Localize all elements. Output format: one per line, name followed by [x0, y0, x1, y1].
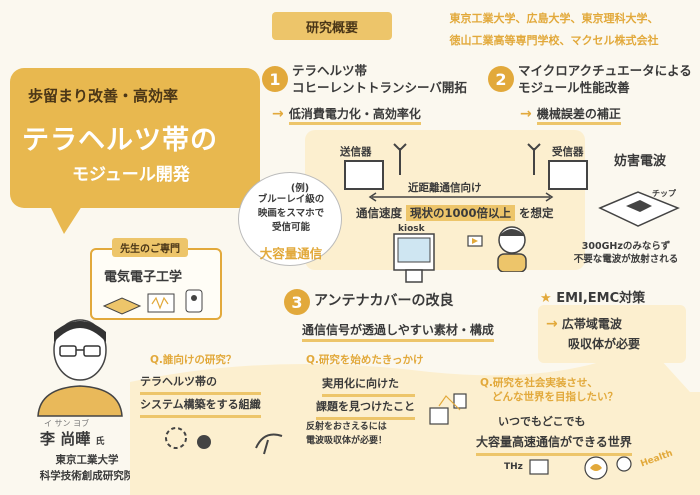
researcher-name: 李 尚曄 — [40, 430, 91, 448]
radiation-note-line-1: 300GHzのみならず — [581, 241, 671, 252]
title-line-1: 歩留まり改善・高効率 — [28, 87, 179, 105]
communication-diagram — [305, 130, 585, 270]
qa-3-question-line-1: Q.研究を社会実装させ、 — [480, 377, 598, 389]
example-text: ブルーレイ級の 映画をスマホで 受信可能 — [246, 193, 336, 235]
institutions: 東京工業大学、広島大学、東京理科大学、 徳山工業高等専門学校、マクセル株式会社 — [418, 8, 690, 52]
section-2-title-line-1: マイクロアクチュエータによる — [518, 63, 692, 78]
devices-icon — [529, 456, 632, 480]
qa-3-answer-line-2: 大容量高速通信ができる世界 — [476, 432, 632, 456]
example-highlight: 大容量通信 — [259, 246, 323, 261]
example-bubble — [238, 172, 342, 266]
interference-label: 妨害電波 — [614, 154, 667, 169]
emc-line-1-text: 広帯域電波 — [561, 317, 622, 331]
person-with-phone-icon — [467, 226, 527, 272]
reflection-icon — [429, 393, 467, 425]
speed-row: 通信速度 現状の1000倍以上 を想定 — [356, 205, 554, 221]
emc-line-1: → 広帯域電波 — [546, 314, 640, 334]
qa-2-answer-line-1: 実用化に向けた — [322, 374, 415, 397]
star-icon: ★ — [540, 291, 552, 306]
qa-2-note: 反射をおさえるには 電波吸収体が必要！ — [306, 420, 387, 448]
qa-2-question: Q.研究を始めたきっかけ — [306, 354, 424, 366]
transmitter-device — [344, 160, 384, 190]
qa-3-question-line-2: どんな世界を目指したい？ — [492, 391, 618, 403]
section-2-number: 2 — [488, 66, 514, 92]
thz-tag: THz — [504, 462, 523, 472]
arrow-right-icon: → — [272, 106, 284, 122]
transmitter-label: 送信器 — [340, 146, 372, 158]
section-1-sub: → 低消費電力化・高効率化 — [272, 103, 421, 125]
qa-2-answer: 実用化に向けた 課題を見つけたこと — [316, 374, 415, 420]
double-arrow-icon — [368, 192, 554, 202]
radiation-note-line-2: 不要な電波が放射される — [573, 254, 679, 265]
emc-line-2: 吸収体が必要 — [568, 337, 641, 351]
researcher-portrait — [37, 319, 123, 417]
section-1-sub-text: 低消費電力化・高効率化 — [288, 107, 421, 125]
title-bubble — [10, 68, 260, 234]
qa-3-answer: いつでもどこでも 大容量高速通信ができる世界 — [476, 412, 632, 456]
emc-title-text: EMI,EMC対策 — [556, 291, 646, 306]
section-1-title: テラヘルツ帯 コヒーレントトランシーバ開拓 — [292, 62, 467, 96]
section-2-sub-text: 機械誤差の補正 — [536, 107, 621, 125]
receiver-device — [548, 160, 588, 190]
example-line-3: 受信可能 — [271, 222, 310, 233]
example-tag: (例) — [290, 183, 310, 194]
arrow-right-icon: → — [546, 316, 558, 332]
chip-icon — [598, 191, 680, 227]
overview-tag: 研究概要 — [272, 12, 392, 40]
researcher-name-row: 李 尚曄 氏 — [40, 428, 104, 449]
antenna-icon — [393, 143, 407, 175]
title-line-2: テラヘルツ帯の — [22, 125, 218, 156]
electronics-icons — [102, 289, 203, 315]
example-line-1: ブルーレイ級の — [257, 194, 325, 205]
section-1-title-line-2: コヒーレントトランシーバ開拓 — [292, 80, 467, 95]
speed-label: 通信速度 — [356, 206, 402, 220]
section-2-title: マイクロアクチュエータによる モジュール性能改善 — [518, 62, 692, 96]
qa-1-answer-line-1: テラヘルツ帯の — [140, 372, 261, 395]
speed-value: 現状の1000倍以上 — [406, 205, 516, 221]
antenna-icon — [527, 143, 541, 175]
arrow-right-icon: → — [520, 106, 532, 122]
qa-2-answer-line-2: 課題を見つけたこと — [316, 397, 415, 420]
section-3-title: アンテナカバーの改良 — [314, 293, 454, 309]
emc-title: ★ EMI,EMC対策 — [540, 287, 645, 306]
section-2-title-line-2: モジュール性能改善 — [518, 80, 630, 95]
qa-3-question: Q.研究を社会実装させ、 どんな世界を目指したい？ — [480, 376, 618, 404]
researcher-ruby: イ サン ヨブ — [44, 419, 90, 428]
qa-band — [130, 352, 700, 495]
emc-body: → 広帯域電波 吸収体が必要 — [546, 314, 640, 354]
qa-3-answer-line-1: いつでもどこでも — [498, 415, 586, 428]
institutions-line-2: 徳山工業高等専門学校、マクセル株式会社 — [449, 34, 659, 47]
section-3-sub: 通信信号が透過しやすい素材・構成 — [302, 321, 494, 342]
section-3-number: 3 — [284, 289, 310, 315]
radiation-note: 300GHzのみならず 不要な電波が放射される — [560, 240, 692, 266]
qa-1-question: Q.誰向けの研究？ — [150, 354, 237, 366]
institutions-line-1: 東京工業大学、広島大学、東京理科大学、 — [449, 12, 659, 25]
researcher-honorific: 氏 — [95, 437, 105, 447]
kiosk-icon — [393, 233, 435, 283]
kiosk-label: kiosk — [398, 224, 425, 234]
qa-1-answer-line-2: システム構築をする組織 — [140, 395, 261, 418]
speed-suffix: を想定 — [519, 206, 554, 220]
section-1-number: 1 — [262, 66, 288, 92]
affiliation-line-1: 東京工業大学 — [55, 454, 119, 466]
qa-1-answer: テラヘルツ帯の システム構築をする組織 — [140, 372, 261, 418]
emc-box — [538, 305, 686, 363]
affiliation-line-2: 科学技術創成研究院 — [39, 470, 135, 482]
researcher-affiliation: 東京工業大学 科学技術創成研究院 — [22, 452, 152, 484]
section-1-title-line-1: テラヘルツ帯 — [292, 63, 368, 78]
chip-label: チップ — [652, 189, 676, 198]
qa-2-note-line-2: 電波吸収体が必要！ — [306, 436, 388, 446]
example-line-2: 映画をスマホで — [257, 208, 325, 219]
short-range-label: 近距離通信向け — [408, 182, 482, 194]
receiver-label: 受信器 — [552, 146, 584, 158]
gears-and-dish-icon — [165, 427, 283, 455]
title-line-3: モジュール開発 — [72, 165, 190, 185]
specialty-tag: 先生のご専門 — [112, 238, 188, 257]
specialty-field: 電気電子工学 — [104, 270, 183, 285]
section-2-sub: → 機械誤差の補正 — [520, 103, 621, 125]
qa-2-note-line-1: 反射をおさえるには — [306, 422, 387, 432]
